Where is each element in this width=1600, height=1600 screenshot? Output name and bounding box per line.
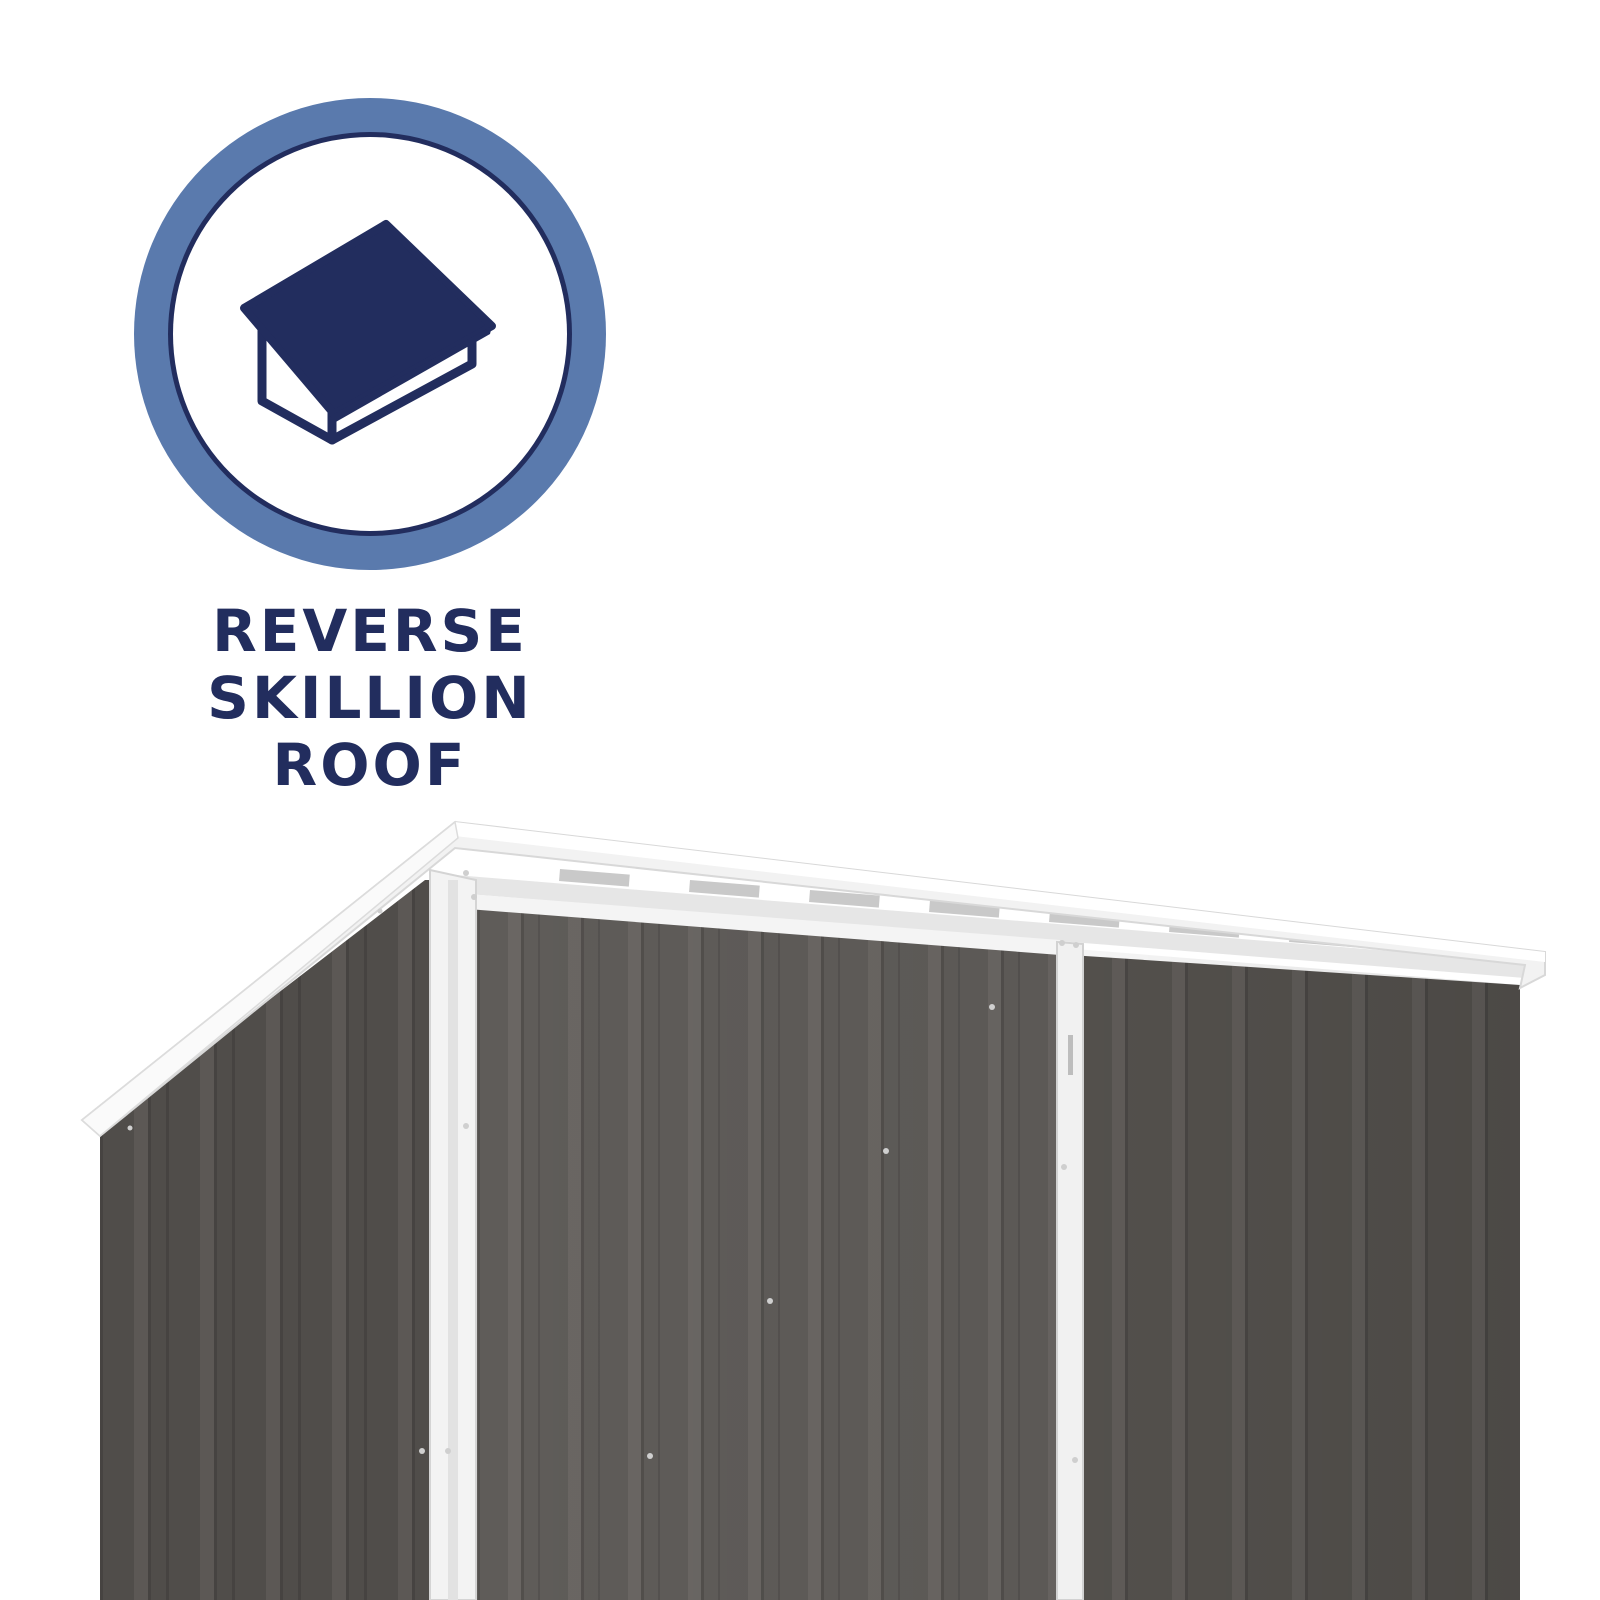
shed-side-wall <box>100 880 440 1600</box>
feature-label-line-1: REVERSE <box>212 597 528 665</box>
shed-corner-post <box>429 868 477 1600</box>
feature-label-line-2: SKILLION <box>207 664 533 732</box>
badge-graphic <box>134 98 606 570</box>
shed-roof-trim <box>80 820 1546 1138</box>
feature-badge <box>134 98 606 570</box>
shed-rivets <box>127 870 1079 1463</box>
feature-label: REVERSE SKILLION ROOF <box>170 598 570 799</box>
shed-front-wall <box>470 900 1520 1600</box>
reverse-skillion-roof-icon <box>240 220 496 445</box>
shed-door-mullion <box>1056 940 1084 1600</box>
feature-label-line-3: ROOF <box>272 731 468 799</box>
